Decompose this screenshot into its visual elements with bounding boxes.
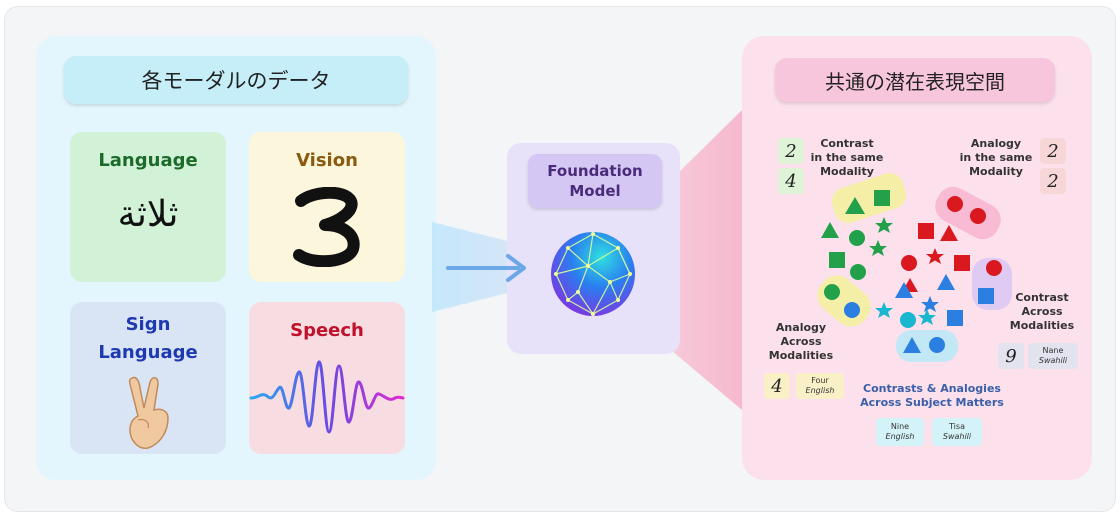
analogy-pill bbox=[935, 186, 1001, 240]
speech-card: Speech bbox=[249, 302, 405, 454]
language-card: Language ثلاثة bbox=[70, 132, 226, 282]
latent-space-panel bbox=[742, 36, 1092, 480]
red-square bbox=[954, 255, 970, 271]
red-circle bbox=[986, 260, 1002, 276]
blue-triangle bbox=[903, 337, 921, 353]
subject-matters-note: Contrasts & Analogies Across Subject Mat… bbox=[860, 382, 1004, 409]
green-circle bbox=[850, 264, 866, 280]
red-circle bbox=[947, 196, 963, 212]
green-triangle bbox=[845, 197, 865, 214]
network-sphere-icon bbox=[551, 232, 635, 316]
digit-tile: 4 bbox=[778, 168, 804, 194]
green-square bbox=[874, 190, 890, 206]
blue-circle bbox=[844, 302, 860, 318]
contrast-across-modalities-note: Contrast Across Modalities bbox=[1009, 291, 1075, 332]
sign-language-card: Sign Language bbox=[70, 302, 226, 454]
teal-star bbox=[918, 309, 936, 325]
teal-circle bbox=[900, 312, 916, 328]
analogy-pill bbox=[896, 330, 958, 362]
word-tile: Tisa Swahili bbox=[932, 418, 982, 446]
sign-label-line1: Sign bbox=[125, 314, 171, 335]
foundation-model-title: Foundation Model bbox=[528, 154, 662, 208]
handwritten-digit-three bbox=[293, 187, 360, 267]
blue-square bbox=[947, 310, 963, 326]
vision-card: Vision bbox=[249, 132, 405, 282]
red-circle bbox=[901, 255, 917, 271]
red-square bbox=[918, 223, 934, 239]
latent-space-title: 共通の潜在表現空間 bbox=[775, 58, 1055, 102]
foundation-model-title-line1: Foundation bbox=[547, 162, 643, 180]
contrast-same-modality-note: Contrast in the same Modality bbox=[810, 137, 884, 178]
digit-tile: 9 bbox=[998, 343, 1024, 369]
word-tile: Nine English bbox=[876, 418, 924, 446]
blue-triangle bbox=[895, 282, 913, 298]
blue-star bbox=[921, 296, 939, 312]
digit-tile: 2 bbox=[1040, 168, 1066, 194]
green-circle bbox=[849, 230, 865, 246]
analogy-across-modalities-note: Analogy Across Modalities bbox=[768, 321, 834, 362]
green-star bbox=[875, 217, 893, 233]
analogy-pill bbox=[817, 275, 871, 327]
foundation-model-title-line2: Model bbox=[569, 182, 621, 200]
arrow-icon bbox=[446, 254, 526, 282]
green-square bbox=[829, 252, 845, 268]
blue-square bbox=[978, 288, 994, 304]
green-circle bbox=[824, 284, 840, 300]
modalities-title: 各モーダルのデータ bbox=[64, 56, 408, 104]
speech-label: Speech bbox=[290, 320, 364, 341]
blue-circle bbox=[929, 337, 945, 353]
arabic-word: ثلاثة bbox=[117, 194, 179, 235]
digit-tile: 2 bbox=[1040, 138, 1066, 164]
language-label: Language bbox=[98, 150, 198, 171]
word-tile: Four English bbox=[796, 373, 844, 399]
teal-star bbox=[875, 302, 893, 318]
sign-label-line2: Language bbox=[98, 342, 198, 363]
word-tile: Nane Swahili bbox=[1028, 343, 1078, 369]
red-circle bbox=[970, 208, 986, 224]
digit-tile: 2 bbox=[778, 138, 804, 164]
analogy-same-modality-note: Analogy in the same Modality bbox=[959, 137, 1033, 178]
green-triangle bbox=[821, 222, 839, 238]
vision-label: Vision bbox=[296, 150, 358, 171]
blue-triangle bbox=[937, 274, 955, 290]
hand-sign-icon bbox=[128, 376, 169, 449]
speech-waveform bbox=[249, 360, 405, 434]
red-star bbox=[926, 248, 944, 264]
digit-tile: 4 bbox=[764, 373, 790, 399]
red-triangle bbox=[940, 225, 958, 241]
analogy-pill bbox=[831, 173, 907, 223]
green-star bbox=[869, 240, 887, 256]
